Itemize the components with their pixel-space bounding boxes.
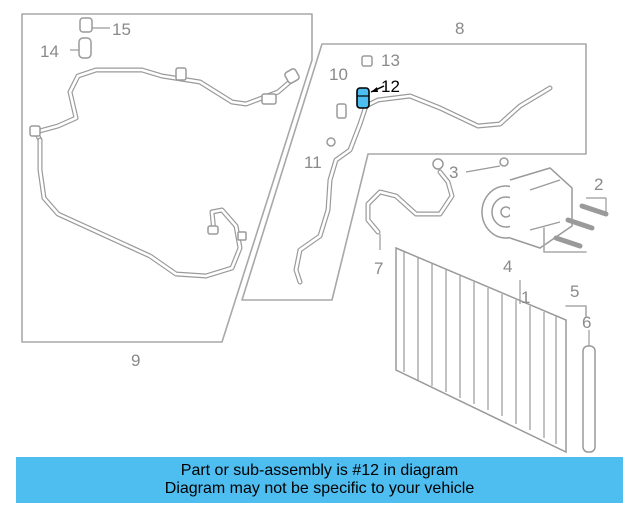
info-banner: Part or sub-assembly is #12 in diagram D… bbox=[16, 457, 623, 503]
callout-15: 15 bbox=[112, 20, 131, 39]
part-12-highlighted bbox=[356, 85, 385, 109]
callout-12: 12 bbox=[381, 77, 400, 96]
banner-line-2: Diagram may not be specific to your vehi… bbox=[164, 480, 475, 497]
callout-11: 11 bbox=[304, 153, 322, 172]
callout-8: 8 bbox=[455, 19, 464, 38]
part-14 bbox=[70, 37, 92, 59]
callout-3: 3 bbox=[449, 163, 458, 182]
callout-9: 9 bbox=[131, 351, 140, 370]
callout-4: 4 bbox=[503, 257, 512, 276]
callout-6: 6 bbox=[582, 313, 591, 332]
callout-13: 13 bbox=[381, 51, 400, 70]
group-9-frame bbox=[21, 13, 313, 343]
callout-5: 5 bbox=[570, 282, 579, 301]
parts-diagram: 1 2 3 4 5 6 7 8 9 10 11 12 13 14 15 bbox=[21, 13, 609, 454]
hose-7 bbox=[365, 158, 455, 250]
drier-6 bbox=[582, 330, 596, 453]
callout-2: 2 bbox=[594, 175, 603, 194]
group-8-frame bbox=[241, 43, 587, 301]
part-15 bbox=[79, 17, 110, 33]
compressor bbox=[465, 157, 573, 249]
callout-14: 14 bbox=[40, 42, 59, 61]
banner-line-1: Part or sub-assembly is #12 in diagram bbox=[180, 462, 459, 479]
hose-assembly-9 bbox=[29, 67, 300, 279]
condenser bbox=[395, 246, 567, 454]
bolts-2 bbox=[543, 197, 609, 253]
bracket-5 bbox=[565, 305, 587, 317]
callout-10: 10 bbox=[329, 65, 348, 84]
callout-1: 1 bbox=[521, 288, 530, 307]
callout-7: 7 bbox=[374, 259, 383, 278]
pipe-assembly-8 bbox=[293, 55, 553, 285]
